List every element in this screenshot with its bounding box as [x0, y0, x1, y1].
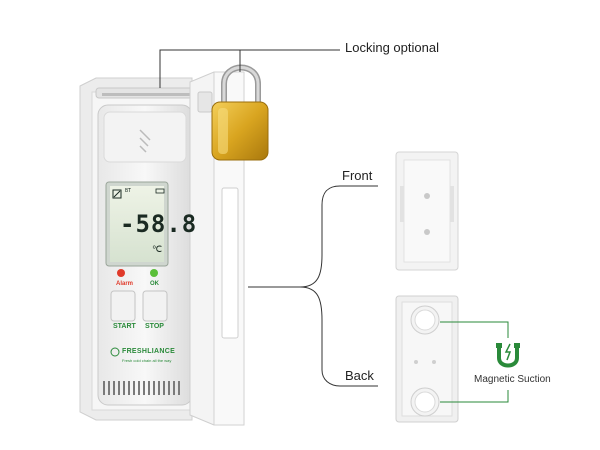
magnetic-line-top	[440, 321, 509, 338]
magnet-icon	[496, 343, 520, 368]
ok-label: OK	[150, 281, 159, 287]
brand-logo-icon	[110, 347, 120, 357]
alarm-led	[117, 269, 125, 277]
lcd-tag: BT	[125, 188, 132, 194]
callout-back: Back	[345, 368, 374, 383]
lcd-value: -58.8	[120, 210, 198, 238]
callout-line-locking	[159, 49, 340, 88]
callout-magnetic-suction: Magnetic Suction	[474, 374, 551, 385]
stop-label: STOP	[145, 323, 164, 330]
stop-button[interactable]	[142, 290, 168, 322]
callout-locking-optional: Locking optional	[345, 40, 439, 55]
brand-name: FRESHLIANCE	[122, 348, 176, 355]
brace-line	[248, 185, 378, 387]
magnetic-line-bottom	[440, 390, 509, 403]
lcd-unit: ℃	[152, 245, 163, 255]
bracket-front-view	[395, 151, 459, 271]
brand-slogan: Fresh cold chain all the way	[122, 358, 172, 363]
alarm-label: Alarm	[116, 281, 134, 287]
bracket-back-view	[395, 295, 459, 423]
callout-front: Front	[342, 168, 373, 183]
ok-led	[150, 269, 158, 277]
start-button[interactable]	[110, 290, 136, 322]
padlock	[211, 64, 269, 161]
start-label: START	[113, 323, 136, 330]
vent-slots	[103, 381, 180, 395]
